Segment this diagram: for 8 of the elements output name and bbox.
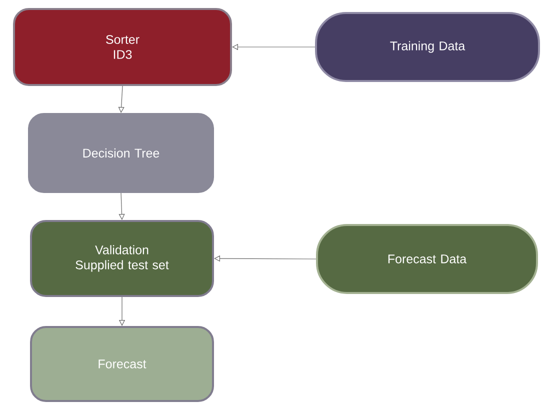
process-box: Decision Tree (28, 113, 214, 193)
data-box: Training Data (315, 12, 540, 82)
process-box: Validation Supplied test set (30, 220, 214, 297)
process-box: Sorter ID3 (13, 8, 232, 86)
arrow (118, 192, 125, 220)
process-box: Forecast (30, 326, 214, 402)
arrow (118, 86, 124, 113)
data-box: Forecast Data (316, 224, 538, 294)
